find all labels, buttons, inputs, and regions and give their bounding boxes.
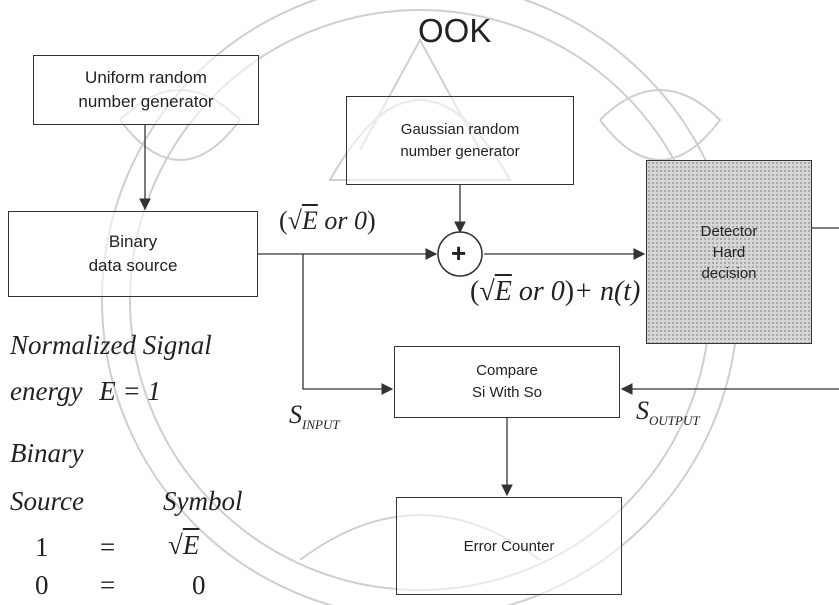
sqrt-operand: E [301,206,318,235]
adder-circle [437,231,483,277]
sqrt-symbol: √ [479,276,495,307]
binary-source-block: Binary data source [8,211,258,297]
note-symbol-header: Symbol [163,486,243,516]
error-counter-label: Error Counter [463,537,555,555]
note-normalized-signal: Normalized Signal [10,330,212,360]
s-output-label: SOUTPUT [636,396,700,429]
gaussian-rng-block: Gaussian random number generator [346,96,574,185]
table-row1-symbol: √E [168,530,199,561]
detector-block: Detector Hard decision [646,160,812,344]
paren-open: ( [470,276,480,307]
table-row2-symbol: 0 [192,570,206,600]
note-energy-eq: E = 1 [99,376,161,406]
table-row1-eq: = [100,532,116,562]
table-row1-source: 1 [35,532,49,562]
error-counter-block: Error Counter [396,497,622,595]
note-source-header: Source [10,486,84,516]
adder-symbol: + [451,238,467,268]
s-input-subscript: INPUT [302,417,340,433]
received-signal-mid: or 0 [518,276,565,307]
diagram-title: OOK [418,12,492,49]
note-binary: Binary [10,438,84,468]
paren-close: ) [564,276,575,307]
compare-label: Compare Si With So [471,362,543,401]
sqrt-operand: E [182,530,200,560]
s-output-symbol: S [636,396,649,425]
note-energy-prefix: energy [10,376,83,406]
table-row2-eq: = [100,570,116,600]
sqrt-operand: E [494,276,512,307]
input-signal-expression: (√E or 0) [279,206,376,236]
noise-term: + n(t) [574,276,641,307]
sqrt-symbol: √ [287,206,302,235]
uniform-rng-block: Uniform random number generator [33,55,259,125]
arrow-branch-to-compare [302,254,394,395]
s-input-label: SINPUT [289,400,340,433]
received-signal-expression: (√E or 0)+ n(t) [470,276,640,308]
compare-block: Compare Si With So [394,346,620,418]
binary-source-label: Binary data source [88,232,178,275]
gaussian-rng-label: Gaussian random number generator [400,120,520,160]
sqrt-symbol: √ [168,530,183,560]
table-row2-source: 0 [35,570,49,600]
detector-label: Detector Hard decision [700,222,758,282]
input-signal-text: or 0 [324,206,367,235]
note-energy: energy E = 1 [10,376,161,407]
s-output-subscript: OUTPUT [649,413,700,429]
uniform-rng-label: Uniform random number generator [78,68,214,111]
s-input-symbol: S [289,400,302,429]
paren-open: ( [279,206,288,235]
paren-close: ) [366,206,376,235]
